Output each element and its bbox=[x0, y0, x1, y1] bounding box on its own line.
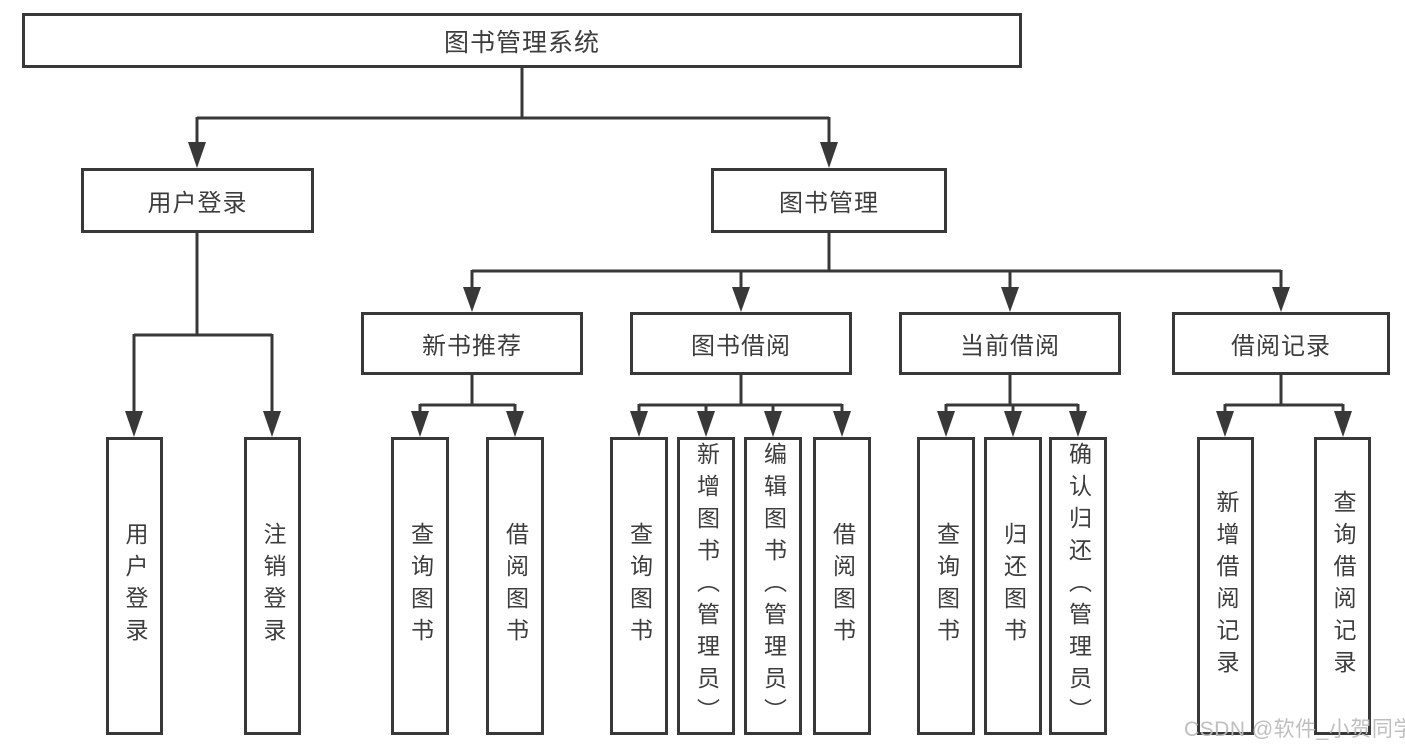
leaf-query-books-borrowing: 查询图书 bbox=[610, 437, 668, 735]
connector bbox=[1223, 375, 1345, 414]
arrowhead-icon bbox=[125, 411, 143, 437]
watermark: CSDN @软件_小贺同学 bbox=[1184, 718, 1405, 741]
arrowhead-icon bbox=[833, 411, 851, 437]
arrowhead-icon bbox=[1216, 411, 1234, 437]
connector bbox=[132, 233, 274, 414]
arrowhead-icon bbox=[1334, 411, 1352, 437]
arrowhead-icon bbox=[1069, 411, 1087, 437]
arrowhead-icon bbox=[1272, 287, 1290, 312]
leaf-user-login: 用户登录 bbox=[106, 437, 163, 735]
arrowhead-icon bbox=[188, 142, 206, 168]
node-book-management: 图书管理 bbox=[711, 168, 947, 233]
arrowhead-icon bbox=[732, 287, 750, 312]
connector bbox=[470, 233, 1283, 289]
arrowhead-icon bbox=[937, 411, 955, 437]
arrowhead-icon bbox=[263, 411, 281, 437]
connector bbox=[944, 375, 1080, 414]
arrowhead-icon bbox=[1001, 287, 1019, 312]
node-new-book-recommend: 新书推荐 bbox=[361, 312, 583, 375]
leaf-edit-books-admin: 编辑图书（管理员） bbox=[744, 437, 802, 735]
arrowhead-icon bbox=[697, 411, 715, 437]
leaf-confirm-return-admin: 确认归还（管理员） bbox=[1049, 437, 1107, 735]
leaf-add-borrow-record: 新增借阅记录 bbox=[1197, 437, 1254, 735]
arrowhead-icon bbox=[1004, 411, 1022, 437]
leaf-query-books-recommend: 查询图书 bbox=[391, 437, 449, 735]
leaf-add-books-admin: 新增图书（管理员） bbox=[677, 437, 735, 735]
node-current-borrowing: 当前借阅 bbox=[899, 312, 1121, 375]
node-borrowing-records: 借阅记录 bbox=[1172, 312, 1390, 375]
connector bbox=[195, 68, 831, 145]
leaf-return-books: 归还图书 bbox=[984, 437, 1042, 735]
node-book-borrowing: 图书借阅 bbox=[630, 312, 852, 375]
arrowhead-icon bbox=[506, 411, 524, 437]
connector bbox=[637, 375, 844, 414]
leaf-borrow-books: 借阅图书 bbox=[813, 437, 871, 735]
leaf-logout: 注销登录 bbox=[244, 437, 301, 735]
node-user-login: 用户登录 bbox=[81, 168, 314, 233]
connector bbox=[418, 375, 517, 414]
arrowhead-icon bbox=[630, 411, 648, 437]
leaf-borrow-books-recommend: 借阅图书 bbox=[486, 437, 544, 735]
arrowhead-icon bbox=[764, 411, 782, 437]
leaf-query-books-current: 查询图书 bbox=[917, 437, 975, 735]
arrowhead-icon bbox=[411, 411, 429, 437]
node-book-management-system: 图书管理系统 bbox=[22, 13, 1022, 68]
arrowhead-icon bbox=[463, 287, 481, 312]
arrowhead-icon bbox=[820, 142, 838, 168]
leaf-query-borrow-record: 查询借阅记录 bbox=[1314, 437, 1371, 735]
